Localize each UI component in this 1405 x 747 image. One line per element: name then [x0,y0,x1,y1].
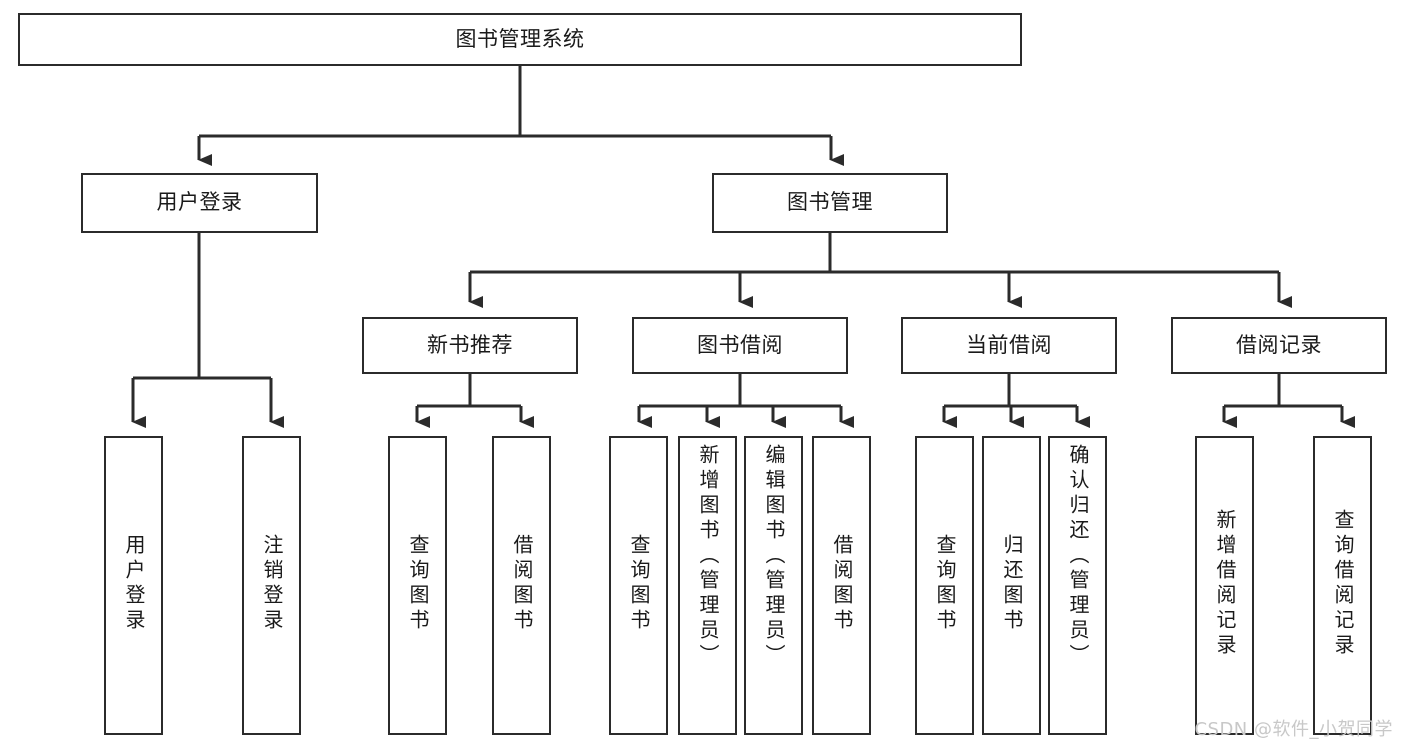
leaf-borrow-book-1[interactable]: 借阅图书 [492,436,551,735]
node-new-book-recommend[interactable]: 新书推荐 [362,317,578,374]
node-current-borrow[interactable]: 当前借阅 [901,317,1117,374]
leaf-query-book-1-label: 查询图书 [406,533,430,634]
leaf-query-book-3-label: 查询图书 [933,533,957,634]
leaf-query-book-2-label: 查询图书 [627,533,651,634]
node-new-book-recommend-label: 新书推荐 [427,332,513,357]
leaf-query-record-label: 查询借阅记录 [1331,508,1355,659]
leaf-query-book-1[interactable]: 查询图书 [388,436,447,735]
leaf-add-record[interactable]: 新增借阅记录 [1195,436,1254,735]
leaf-return-book[interactable]: 归还图书 [982,436,1041,735]
leaf-return-book-label: 归还图书 [1000,533,1024,634]
leaf-user-login-label: 用户登录 [122,533,146,634]
node-book-manage-label: 图书管理 [787,190,873,215]
leaf-user-logout[interactable]: 注销登录 [242,436,301,735]
node-book-borrow[interactable]: 图书借阅 [632,317,848,374]
leaf-edit-book[interactable]: 编辑图书（管理员） [744,436,803,735]
leaf-add-book-label: 新增图书（管理员） [696,444,720,669]
leaf-edit-book-label: 编辑图书（管理员） [762,444,786,669]
leaf-user-logout-label: 注销登录 [260,533,284,634]
leaf-add-book[interactable]: 新增图书（管理员） [678,436,737,735]
node-user-login[interactable]: 用户登录 [81,173,318,233]
node-root-label: 图书管理系统 [455,26,585,51]
leaf-borrow-book-2[interactable]: 借阅图书 [812,436,871,735]
leaf-confirm-return[interactable]: 确认归还（管理员） [1048,436,1107,735]
node-current-borrow-label: 当前借阅 [966,332,1052,357]
leaf-confirm-return-label: 确认归还（管理员） [1066,444,1090,669]
leaf-add-record-label: 新增借阅记录 [1213,508,1237,659]
leaf-query-record[interactable]: 查询借阅记录 [1313,436,1372,735]
node-user-login-label: 用户登录 [156,190,243,215]
node-root[interactable]: 图书管理系统 [18,13,1022,66]
leaf-query-book-2[interactable]: 查询图书 [609,436,668,735]
node-book-manage[interactable]: 图书管理 [712,173,948,233]
csdn-watermark: CSDN @软件_小贺同学 [1194,719,1393,740]
node-borrow-record-label: 借阅记录 [1236,332,1322,357]
leaf-user-login[interactable]: 用户登录 [104,436,163,735]
leaf-borrow-book-1-label: 借阅图书 [510,533,534,634]
node-book-borrow-label: 图书借阅 [697,332,783,357]
leaf-borrow-book-2-label: 借阅图书 [830,533,854,634]
leaf-query-book-3[interactable]: 查询图书 [915,436,974,735]
node-borrow-record[interactable]: 借阅记录 [1171,317,1387,374]
